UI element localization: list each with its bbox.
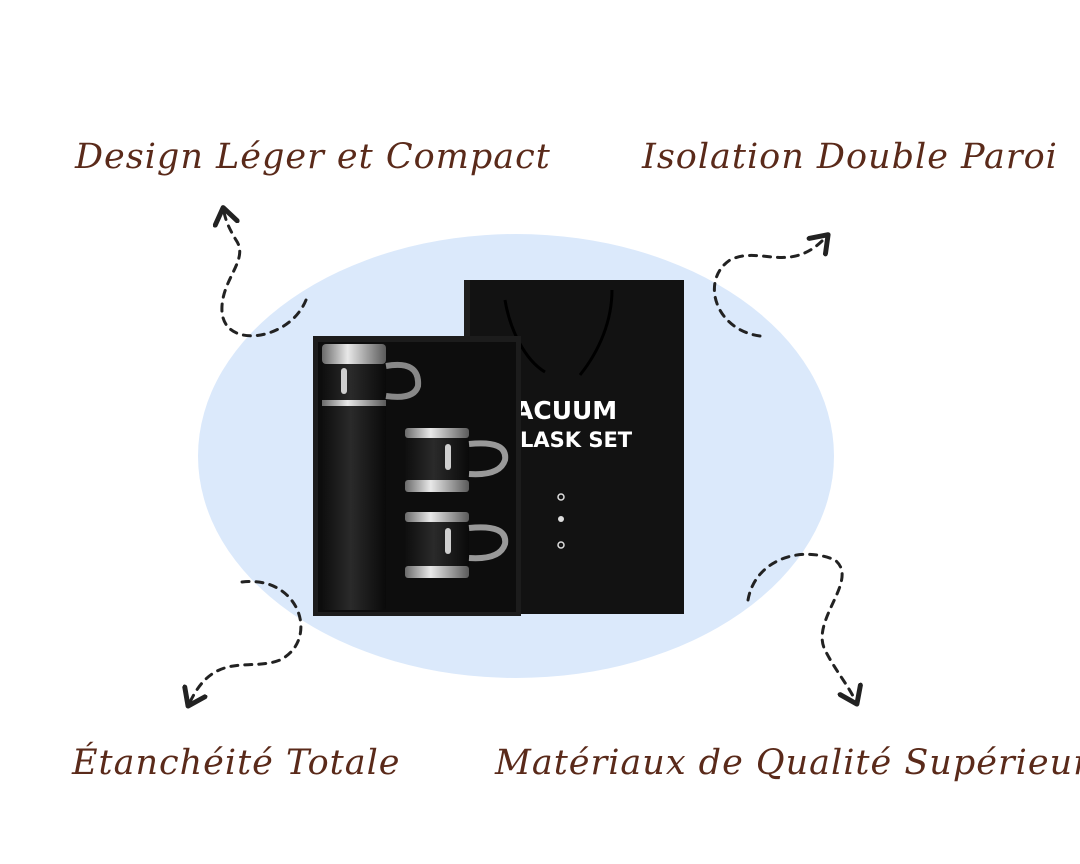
feature-lightweight-design: Design Léger et Compact	[75, 137, 551, 177]
feature-waterproof: Étanchéité Totale	[72, 743, 401, 783]
arrow-top-right-icon	[712, 238, 825, 338]
arrow-bottom-right-icon	[746, 552, 855, 700]
feature-double-wall-insulation: Isolation Double Paroi	[642, 137, 1058, 177]
box-brand-line1: ACUUM	[514, 396, 617, 425]
cup-bottom	[405, 512, 509, 578]
cup-top	[405, 428, 509, 492]
product-box	[313, 336, 521, 616]
feature-premium-materials: Matériaux de Qualité Supérieure	[495, 743, 1080, 783]
flask	[322, 344, 422, 610]
box-brand-line2: LASK SET	[520, 428, 633, 452]
arrow-bottom-left-icon	[190, 580, 303, 702]
arrow-top-left-icon	[222, 212, 308, 338]
